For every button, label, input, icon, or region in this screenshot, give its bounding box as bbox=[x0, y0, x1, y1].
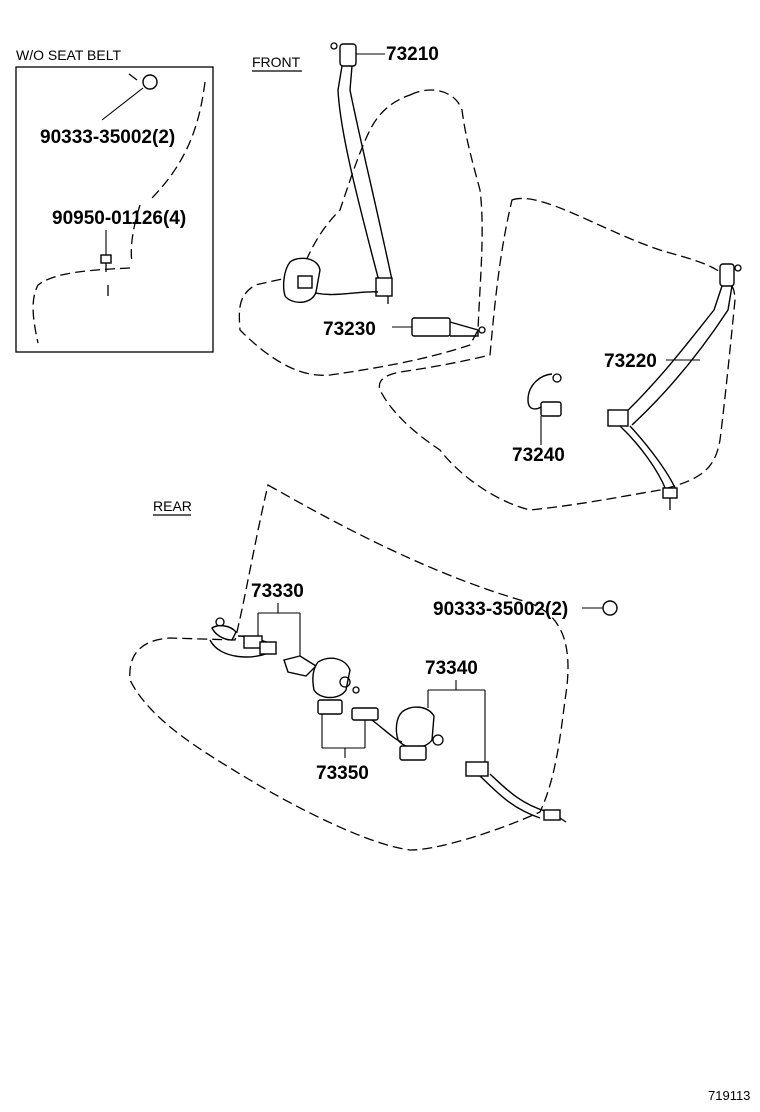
bracket-73350 bbox=[321, 714, 366, 758]
inset-frame bbox=[15, 66, 214, 353]
inset-seat-outline bbox=[32, 81, 206, 344]
rear-bench-outline bbox=[129, 484, 569, 851]
part-label-90950-01126: 90950-01126(4) bbox=[52, 208, 186, 229]
part-label-73210: 73210 bbox=[386, 44, 439, 65]
rear-section: REAR 73330 bbox=[129, 484, 618, 851]
passenger-seat-outline bbox=[378, 197, 736, 511]
part-label-73340: 73340 bbox=[425, 658, 478, 679]
part-label-73230: 73230 bbox=[323, 319, 376, 340]
front-seat-belt-driver bbox=[282, 42, 393, 304]
section-label-rear: REAR bbox=[153, 498, 192, 514]
part-label-73350: 73350 bbox=[316, 763, 369, 784]
cap-icon bbox=[128, 73, 158, 90]
part-label-73330: 73330 bbox=[251, 581, 304, 602]
inset-without-seat-belt: W/O SEAT BELT 90333-35002(2) 90950-01126… bbox=[15, 47, 214, 353]
part-label-73220: 73220 bbox=[604, 351, 657, 372]
inset-title: W/O SEAT BELT bbox=[16, 47, 121, 63]
section-label-front: FRONT bbox=[252, 54, 301, 70]
front-seat-belt-passenger bbox=[607, 263, 742, 510]
front-buckle-73230 bbox=[411, 317, 486, 337]
rear-right-seat-belt bbox=[371, 706, 567, 823]
bracket-73340 bbox=[427, 680, 486, 762]
front-buckle-73240 bbox=[527, 373, 562, 417]
driver-seat-outline bbox=[238, 89, 483, 376]
part-label-73240: 73240 bbox=[512, 445, 565, 466]
part-label-90333-35002-inset: 90333-35002(2) bbox=[40, 127, 175, 148]
diagram-reference-number: 719113 bbox=[708, 1088, 750, 1103]
cap-icon bbox=[602, 600, 618, 616]
bolt-icon bbox=[100, 254, 112, 296]
leader-line bbox=[101, 87, 144, 121]
rear-left-seat-belt bbox=[209, 617, 379, 721]
front-section: FRONT 73210 73230 bbox=[238, 42, 742, 511]
part-label-90333-35002-rear: 90333-35002(2) bbox=[433, 599, 568, 620]
